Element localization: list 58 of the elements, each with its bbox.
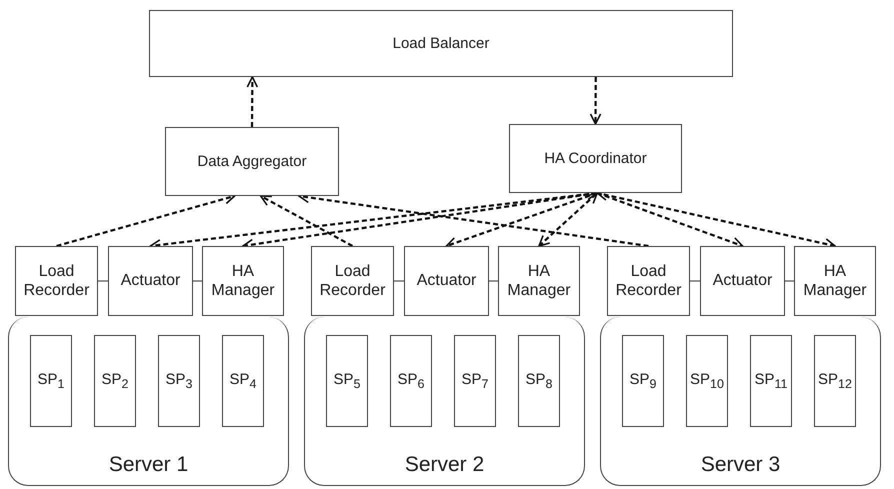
box-label: HA Coordinator <box>544 150 647 168</box>
box-label: Load Recorder <box>318 262 386 300</box>
processor-box <box>222 335 264 427</box>
server-label: Server 2 <box>404 453 486 477</box>
box-label: SP$_{10}$ <box>690 370 724 392</box>
processor-box <box>390 335 432 427</box>
box-label: HA Manager <box>802 262 868 300</box>
box-label: SP$_{7}$ <box>462 370 488 392</box>
box-label: SP$_{12}$ <box>818 370 852 392</box>
box-label: Actuator <box>120 271 180 291</box>
processor-box <box>94 335 136 427</box>
arrow <box>260 195 354 247</box>
component-box <box>794 246 876 316</box>
component-box <box>404 246 489 316</box>
box-label: SP$_{1}$ <box>38 370 64 392</box>
box-label: Load Recorder <box>22 262 90 300</box>
processor-box <box>750 335 792 427</box>
processor-box <box>30 335 72 427</box>
processor-box <box>158 335 200 427</box>
processor-box <box>814 335 856 427</box>
server-label: Server 1 <box>108 453 190 477</box>
server-label: Server 3 <box>700 453 782 477</box>
component-box <box>700 246 785 316</box>
component-box <box>311 246 394 316</box>
processor-box <box>686 335 728 427</box>
box-label: HA Manager <box>210 262 276 300</box>
box-label: SP$_{9}$ <box>630 370 656 392</box>
box-label: SP$_{3}$ <box>166 370 192 392</box>
component-box <box>15 246 98 316</box>
processor-box <box>454 335 496 427</box>
processor-box <box>326 335 368 427</box>
arrow <box>246 76 258 127</box>
box-label: HA Manager <box>506 262 572 300</box>
component-box <box>149 10 733 77</box>
box-label: Actuator <box>416 271 476 291</box>
arrow <box>538 192 598 247</box>
component-box <box>108 246 193 316</box>
box-label: SP$_{6}$ <box>398 370 424 392</box>
box-label: Data Aggregator <box>197 152 307 170</box>
component-box <box>607 246 690 316</box>
connector-line <box>690 280 700 282</box>
box-label: SP$_{4}$ <box>230 370 256 392</box>
connector-line <box>98 280 108 282</box>
component-box <box>498 246 580 316</box>
processor-box <box>518 335 560 427</box>
box-label: Load Recorder <box>614 262 682 300</box>
processor-box <box>622 335 664 427</box>
arrow <box>590 77 602 125</box>
connector-line <box>394 280 404 282</box>
box-label: Load Balancer <box>392 34 490 52</box>
box-label: SP$_{2}$ <box>102 370 128 392</box>
component-box <box>165 127 339 196</box>
box-label: SP$_{5}$ <box>334 370 360 392</box>
box-label: Actuator <box>712 271 772 291</box>
component-box <box>202 246 284 316</box>
box-label: SP$_{8}$ <box>526 370 552 392</box>
component-box <box>509 124 682 193</box>
box-label: SP$_{11}$ <box>754 370 788 392</box>
